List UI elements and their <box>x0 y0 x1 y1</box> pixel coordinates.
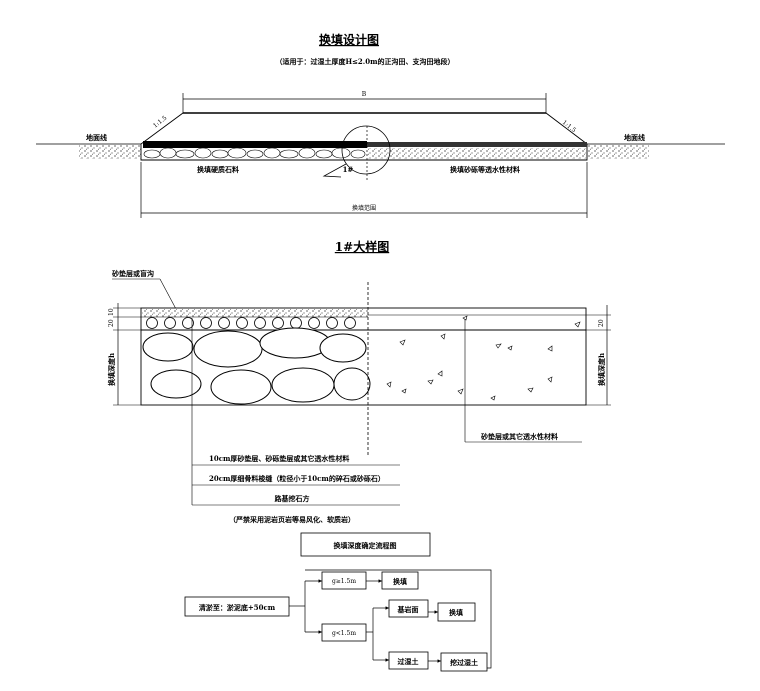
range-dimension <box>140 162 588 218</box>
bedrock-box <box>388 599 429 618</box>
detail-section <box>140 282 587 457</box>
ground-left-label: 地面线 <box>86 133 107 142</box>
left-boulders <box>143 147 366 159</box>
layer-leaders <box>191 318 400 506</box>
right-material-label: 换填砂砾等透水性材料 <box>450 165 520 174</box>
section1-title: 换填设计图 <box>319 32 379 47</box>
depth-left-label: 换填深度h <box>107 353 116 386</box>
right-material-label-2: 砂垫层或其它透水性材料 <box>481 432 558 441</box>
top-label: 砂垫层或盲沟 <box>112 269 154 278</box>
right-dimension <box>586 305 611 406</box>
flow-title-box <box>300 532 431 557</box>
cond-high-box <box>321 571 367 590</box>
wet-action-box <box>440 652 488 672</box>
fill-action-box <box>381 571 419 590</box>
wet-soil-box <box>388 651 429 670</box>
detail-marker: 1# <box>343 165 354 174</box>
flow-start-box <box>184 596 290 617</box>
left-material-label: 换填硬质石料 <box>197 165 239 174</box>
bedrock-action-box <box>437 602 476 622</box>
section1-subtitle: （适用于：过湿土厚度H≤2.0m的正沟田、支沟田地段） <box>275 57 454 66</box>
flow-connectors <box>289 569 492 669</box>
flow-title: 换填深度确定流程图 <box>334 541 397 550</box>
fill-action-label: 换填 <box>393 577 407 586</box>
flow-start-label: 清淤至：淤泥底+50cm <box>199 603 276 612</box>
dim-right-label: 20 <box>598 319 605 327</box>
ground-right-label: 地面线 <box>624 133 645 142</box>
gravel-row <box>146 317 356 329</box>
dim-10-label: 10 <box>108 308 115 316</box>
section2-title: 1#大样图 <box>335 239 389 254</box>
cross-section <box>36 112 725 181</box>
cond-high-label: g≥1.5m <box>332 578 356 585</box>
boulders <box>142 327 371 405</box>
cond-low-box <box>321 623 367 642</box>
width-label: B <box>362 91 367 98</box>
depth-right-label: 换填深度h <box>597 353 606 386</box>
layer-1-label: 10cm厚砂垫层、砂砾垫层或其它透水性材料 <box>209 454 349 463</box>
bedrock-action-label: 换填 <box>449 608 463 617</box>
range-label: 换填范围 <box>352 204 376 212</box>
width-dimension <box>182 93 547 113</box>
bedrock-label: 基岩面 <box>397 605 419 614</box>
dim-20-label: 20 <box>108 319 115 327</box>
cond-low-label: g<1.5m <box>332 630 356 637</box>
wet-action-label: 挖过湿土 <box>450 658 478 667</box>
layer-2-label: 20cm厚细骨料梭缝（粒径小于10cm的碎石或砂砾石） <box>209 474 385 483</box>
wet-soil-label: 过湿土 <box>398 657 419 666</box>
triangle-marks <box>386 315 581 401</box>
left-dimension <box>113 303 141 406</box>
layer-note: （严禁采用泥岩页岩等易风化、软质岩） <box>229 515 355 524</box>
layer-3-label: 路基挖石方 <box>275 494 310 503</box>
